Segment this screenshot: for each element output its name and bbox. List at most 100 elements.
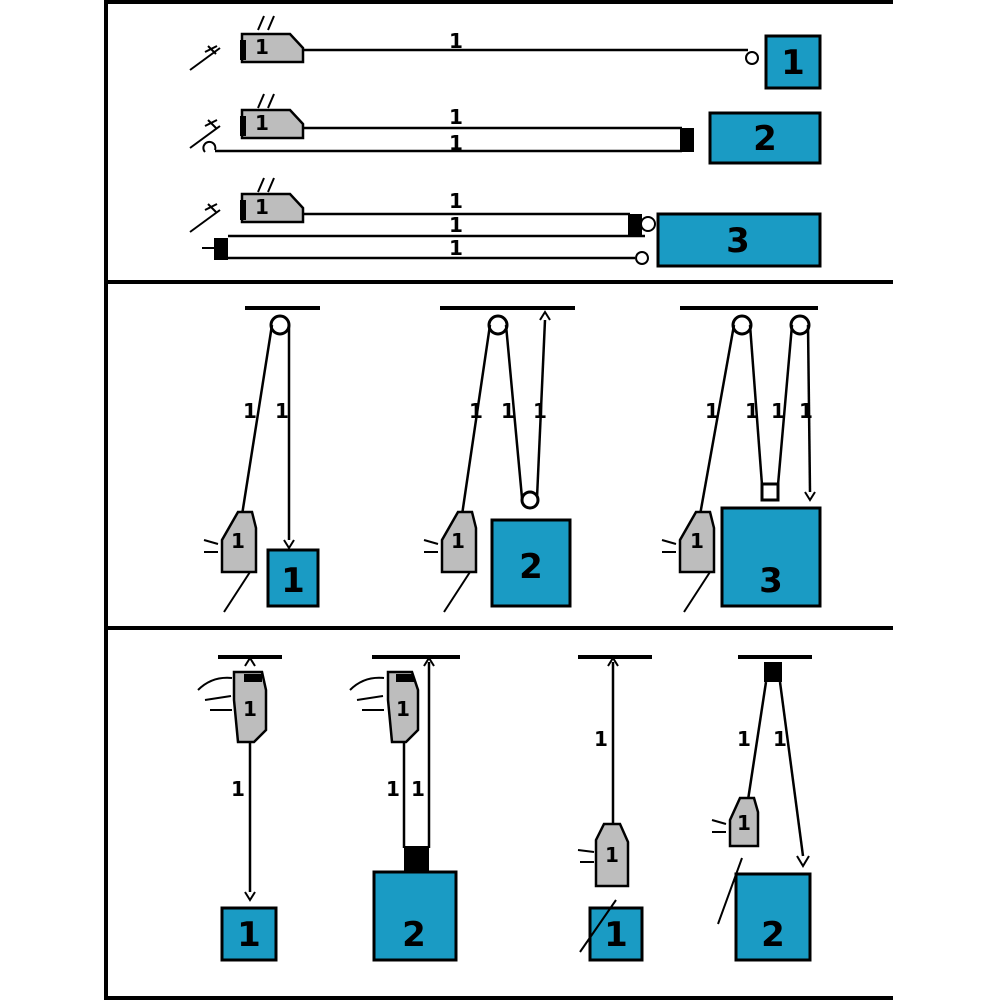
lever-icon — [204, 119, 218, 129]
hook-icon — [745, 51, 759, 65]
rope-label: 1 — [771, 399, 785, 423]
rope-label: 1 — [449, 105, 463, 129]
hook-icon — [635, 251, 649, 265]
hoist-icon — [232, 670, 268, 744]
hand-lever-line — [579, 899, 617, 953]
rope-line — [698, 324, 736, 516]
rope-line — [240, 324, 274, 516]
pulley-setup-3: 1 1 1 1 1 3 — [661, 306, 822, 613]
load-label: 1 — [281, 561, 305, 601]
hoist-clamp — [240, 116, 246, 136]
load-box — [720, 506, 822, 608]
rope-line — [504, 324, 524, 499]
hook-icon — [283, 539, 295, 550]
hoist-icon — [240, 32, 305, 64]
anchor-hook-icon — [244, 656, 256, 667]
rope-label: 1 — [594, 727, 608, 751]
load-box — [656, 212, 822, 268]
load-label: 1 — [604, 915, 628, 955]
rope-label: 1 — [411, 777, 425, 801]
rope-label: 1 — [449, 236, 463, 260]
rope-label: 1 — [705, 399, 719, 423]
rope-line — [778, 681, 805, 857]
pulley-block — [628, 214, 642, 236]
load-label: 3 — [759, 561, 783, 601]
load-box — [708, 111, 822, 165]
horizontal-setup-1: 1 1 1 — [189, 15, 822, 90]
hand-chain-icon — [423, 539, 439, 553]
hand-chain-icon — [197, 676, 233, 711]
rope-label: 1 — [799, 399, 813, 423]
hoist-clamp — [240, 200, 246, 220]
rope-label: 1 — [469, 399, 483, 423]
direct-setup-1: 1 1 1 — [197, 655, 282, 962]
load-label: 2 — [761, 915, 785, 955]
rope-label: 1 — [773, 727, 787, 751]
direct-setup-4: 1 1 1 2 — [711, 655, 812, 962]
hand-lever-line — [189, 209, 221, 233]
pulley-wheel-icon — [520, 490, 540, 510]
load-box — [588, 906, 644, 962]
hoist-icon — [240, 192, 305, 224]
anchor-hook-icon — [423, 656, 435, 667]
pulley-wheel-icon — [760, 482, 780, 502]
rope-label: 1 — [449, 189, 463, 213]
hand-chain-icon — [257, 15, 275, 31]
hoist-clamp — [396, 674, 414, 682]
load-box — [266, 548, 320, 608]
pulley-wheel-icon — [487, 314, 509, 336]
anchor-hook-icon — [607, 656, 619, 667]
load-label: 1 — [237, 915, 261, 955]
hand-lever-line — [683, 571, 711, 613]
direct-setup-3: 1 1 1 — [577, 655, 652, 962]
load-label: 3 — [726, 221, 750, 261]
hoist-label: 1 — [396, 697, 410, 721]
load-label: 2 — [753, 119, 777, 159]
hand-chain-icon — [257, 93, 275, 109]
rope-line — [746, 681, 768, 801]
hoist-icon — [678, 510, 716, 574]
hoist-label: 1 — [690, 529, 704, 553]
panel-vertical-direct: 1 1 1 1 1 1 2 — [197, 655, 812, 962]
load-box — [220, 906, 278, 962]
anchor-hook-icon — [202, 140, 217, 153]
direct-setup-2: 1 1 1 2 — [349, 655, 460, 962]
hand-chain-icon — [661, 539, 677, 553]
hoist-icon — [594, 822, 630, 888]
hand-lever-line — [189, 125, 221, 149]
hoist-clamp — [240, 40, 246, 60]
hand-chain-icon — [349, 676, 385, 711]
hoist-icon — [220, 510, 258, 574]
pulley-setup-2: 1 1 1 1 2 — [423, 306, 575, 613]
hand-lever-line — [223, 571, 251, 613]
lever-icon — [204, 203, 218, 213]
rope-label: 1 — [449, 131, 463, 155]
hoist-label: 1 — [255, 35, 269, 59]
hoist-label: 1 — [231, 529, 245, 553]
hand-lever-line — [717, 857, 743, 925]
hoist-label: 1 — [737, 811, 751, 835]
rope-line — [776, 324, 794, 486]
hoist-label: 1 — [451, 529, 465, 553]
pulley-wheel-icon — [269, 314, 291, 336]
pulley-wheel-icon — [640, 216, 656, 232]
load-box — [734, 872, 812, 962]
hoist-label: 1 — [255, 111, 269, 135]
hoist-icon — [728, 796, 760, 848]
anchor-hook-icon — [539, 310, 551, 321]
horizontal-setup-2: 1 1 1 2 — [189, 93, 822, 165]
rope-line — [806, 324, 812, 493]
rope-line — [748, 324, 764, 486]
load-box — [490, 518, 572, 608]
rope-label: 1 — [449, 29, 463, 53]
pulley-wheel-icon — [789, 314, 811, 336]
load-label: 2 — [519, 547, 543, 587]
rope-label: 1 — [231, 777, 245, 801]
pulley-wheel-icon — [731, 314, 753, 336]
rope-label: 1 — [449, 213, 463, 237]
rope-label: 1 — [533, 399, 547, 423]
load-label: 2 — [402, 915, 426, 955]
pulley-setup-1: 1 1 1 1 — [203, 306, 320, 613]
hoist-label: 1 — [255, 195, 269, 219]
